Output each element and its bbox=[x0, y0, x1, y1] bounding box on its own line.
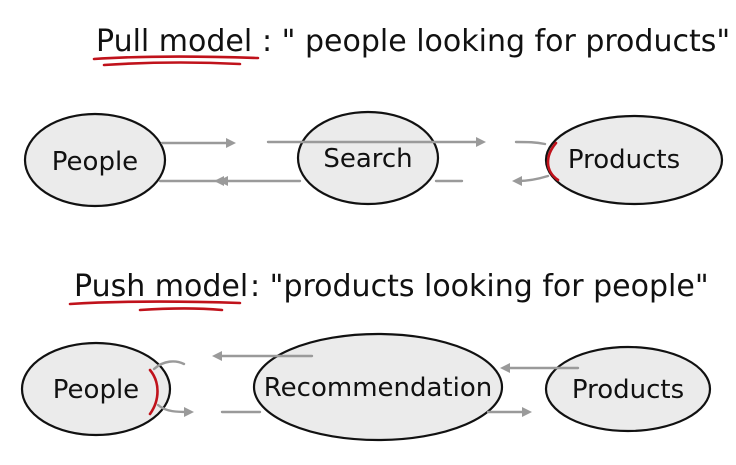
pull-products-node: Products bbox=[544, 114, 724, 206]
push-people-red-bracket bbox=[148, 368, 159, 416]
push-model-title: Push model bbox=[74, 269, 248, 304]
pull-model-quote: : " people looking for products" bbox=[262, 24, 730, 59]
pull-people-node: People bbox=[23, 112, 167, 208]
pull-arrow-into-products bbox=[514, 140, 547, 146]
push-arrow-bottom-flow bbox=[220, 407, 532, 417]
push-recommendation-label: Recommendation bbox=[264, 373, 492, 403]
pull-people-label: People bbox=[52, 147, 138, 177]
pull-products-red-bracket bbox=[546, 141, 560, 182]
pull-model-title: Pull model bbox=[96, 24, 252, 59]
pull-arrow-products-to-search bbox=[218, 176, 464, 186]
pull-arrow-search-to-people bbox=[158, 176, 224, 186]
push-arrow-recommendation-to-people bbox=[212, 351, 314, 361]
push-people-node: People bbox=[20, 341, 172, 437]
push-arrow-people-loop-top bbox=[152, 360, 186, 371]
push-underline-mark bbox=[68, 300, 242, 312]
push-heading: Push model : "products looking for peopl… bbox=[68, 269, 709, 312]
pull-products-label: Products bbox=[568, 145, 680, 175]
push-recommendation-ellipse bbox=[252, 332, 504, 442]
push-people-ellipse bbox=[20, 341, 172, 437]
push-products-node: Products bbox=[544, 345, 712, 433]
pull-arrow-people-to-search bbox=[160, 138, 236, 148]
push-arrow-products-to-recommendation bbox=[500, 363, 580, 373]
push-model-quote: : "products looking for people" bbox=[250, 269, 709, 304]
push-arrow-people-loop-bottom bbox=[156, 403, 194, 417]
pull-arrow-out-of-products bbox=[512, 174, 550, 186]
pull-search-node: Search bbox=[296, 110, 440, 206]
pull-model-section: Pull model : " people looking for produc… bbox=[23, 24, 730, 208]
pull-underline-mark bbox=[92, 55, 260, 67]
pull-arrow-search-to-products bbox=[266, 137, 486, 147]
push-products-ellipse bbox=[544, 345, 712, 433]
pull-products-ellipse bbox=[544, 114, 724, 206]
push-model-section: Push model : "products looking for peopl… bbox=[20, 269, 712, 442]
pull-heading: Pull model : " people looking for produc… bbox=[92, 24, 730, 67]
pull-search-ellipse bbox=[296, 110, 440, 206]
pull-people-ellipse bbox=[23, 112, 167, 208]
pull-search-label: Search bbox=[323, 144, 412, 174]
push-recommendation-node: Recommendation bbox=[252, 332, 504, 442]
push-products-label: Products bbox=[572, 375, 684, 405]
push-people-label: People bbox=[53, 375, 139, 405]
